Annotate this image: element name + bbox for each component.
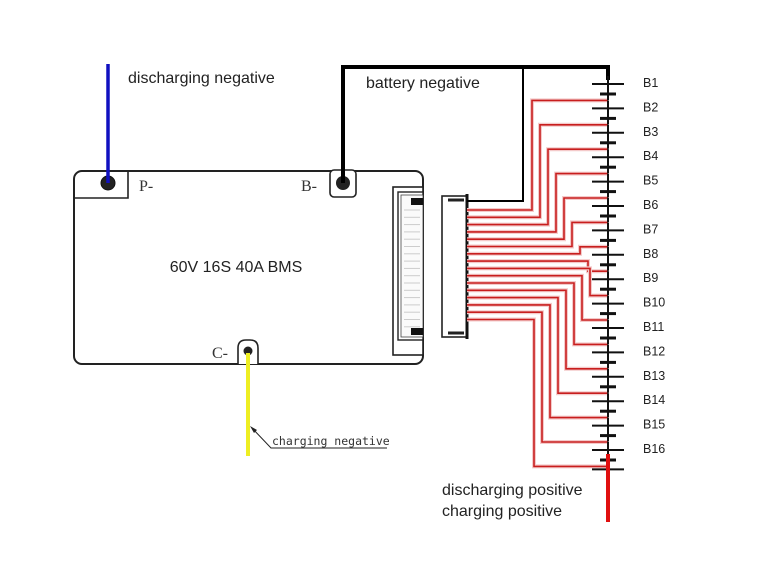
cell-label: B2 (643, 100, 658, 114)
cell-label: B14 (643, 393, 665, 407)
battery-cell: B9 (592, 271, 658, 296)
balance-wire (467, 221, 608, 248)
balance-wire (467, 296, 608, 394)
balance-wire (467, 318, 608, 468)
battery-cell: B12 (592, 344, 665, 369)
battery-cell: B10 (592, 295, 665, 320)
cell-label: B16 (643, 442, 665, 456)
balance-wire (467, 172, 608, 233)
balance-wire-halo (467, 310, 608, 444)
b-minus-label: B- (301, 178, 317, 195)
board-balance-socket (392, 186, 424, 356)
battery-cell: B13 (592, 368, 665, 393)
balance-wire (467, 124, 608, 219)
battery-cell: B3 (592, 124, 658, 149)
balance-wire (467, 99, 608, 211)
p-minus-label: P- (139, 178, 153, 195)
balance-wire-halo (467, 122, 608, 220)
battery-cell: B11 (592, 320, 664, 344)
plug-negative-wire (467, 67, 524, 202)
cell-label: B8 (643, 247, 658, 261)
battery-cell: B5 (592, 173, 658, 198)
balance-wire (467, 311, 608, 443)
balance-wire (467, 246, 608, 255)
balance-wire (467, 148, 608, 226)
battery-negative-wire (341, 65, 610, 183)
cell-label: B9 (643, 271, 658, 285)
cell-label: B7 (643, 222, 658, 236)
balance-plug (441, 194, 469, 339)
charging-positive-label: charging positive (442, 503, 562, 520)
battery-cell: B4 (592, 149, 658, 174)
bms-board: 60V 16S 40A BMS P- B- C- (73, 169, 424, 365)
battery-cell: B6 (592, 198, 658, 222)
balance-wire (467, 274, 608, 321)
balance-wire (467, 260, 608, 272)
battery-cell: B2 (592, 100, 658, 125)
battery-cell: B15 (592, 417, 665, 442)
cell-label: B11 (643, 320, 664, 334)
balance-wire (467, 304, 608, 419)
battery-cell: B7 (592, 222, 658, 247)
charging-negative-leader (251, 427, 387, 449)
battery-negative-label: battery negative (366, 75, 480, 92)
balance-wire-halo (467, 288, 608, 371)
battery-cell: B14 (592, 393, 665, 418)
balance-wire-halo (467, 147, 608, 227)
cell-label: B5 (643, 174, 658, 188)
c-minus-terminal-bolt (243, 346, 253, 356)
battery-cell: B1 (592, 76, 658, 100)
cell-label: B13 (643, 369, 665, 383)
bms-board-label: 60V 16S 40A BMS (170, 259, 303, 276)
balance-wire (467, 289, 608, 370)
p-minus-terminal-box (74, 171, 129, 199)
discharging-positive-label: discharging positive (442, 482, 583, 499)
cell-label: B15 (643, 418, 665, 432)
battery-cell: B16 (592, 442, 665, 466)
charging-negative-label: charging negative (272, 434, 390, 448)
cell-label: B6 (643, 198, 658, 212)
cell-label: B1 (643, 76, 658, 90)
c-minus-label: C- (212, 345, 228, 362)
balance-wire (467, 282, 608, 346)
charging-negative-arrowhead (250, 426, 257, 433)
cell-label: B10 (643, 296, 665, 310)
balance-wire (467, 267, 608, 297)
balance-wire-halo (467, 98, 608, 212)
cell-label: B4 (643, 149, 658, 163)
balance-wire (467, 197, 608, 240)
balance-wires (467, 98, 608, 469)
cell-label: B12 (643, 344, 665, 358)
cell-label: B3 (643, 125, 658, 139)
discharging-negative-label: discharging negative (128, 70, 275, 87)
battery-cell: B8 (592, 247, 658, 271)
